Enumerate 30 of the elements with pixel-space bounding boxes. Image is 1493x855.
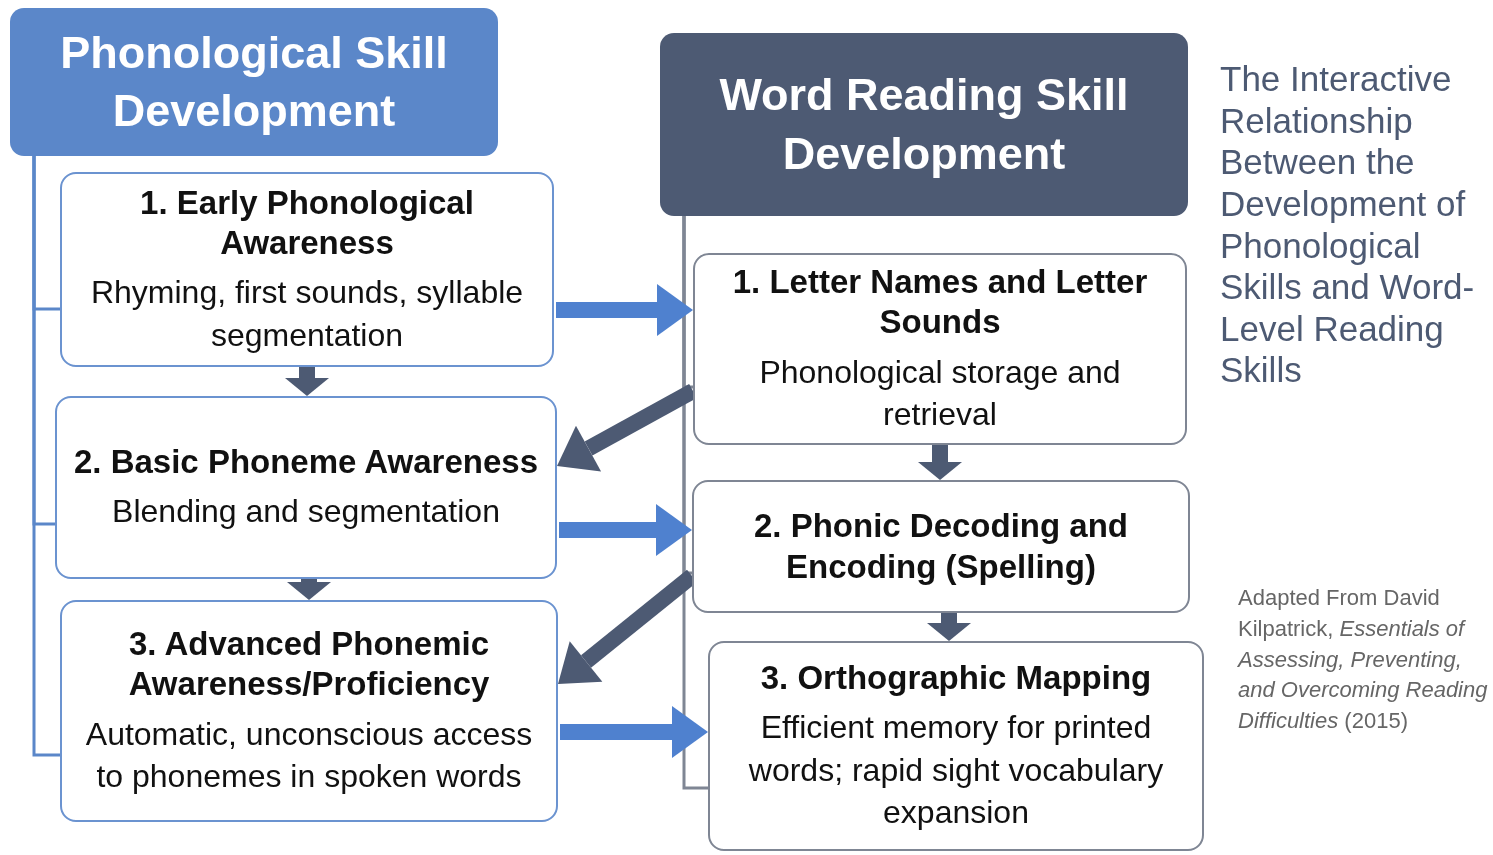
block-arrow xyxy=(918,445,962,480)
block-arrow xyxy=(556,284,693,336)
connector-line xyxy=(32,156,60,757)
stage-description: Blending and segmentation xyxy=(112,492,500,532)
stage-box xyxy=(708,641,1204,851)
stage-description: Phonological storage and retrieval xyxy=(758,352,1122,435)
stage-heading: 3. Orthographic Mapping xyxy=(760,658,1152,699)
stage-description: Rhyming, first sounds, syllable segmentation xyxy=(89,273,525,355)
title: The Interactive Relationship Between the Development of Phonological Skills and Word-Level Reading Skills xyxy=(1220,58,1476,392)
block-arrow xyxy=(559,504,692,556)
block-arrow xyxy=(927,613,971,641)
stage-box xyxy=(55,396,557,579)
stage-heading: 2. Basic Phoneme Awareness xyxy=(73,442,539,483)
citation-note: Adapted From David Kilpatrick, Essentials of Assessing, Preventing, and Overcoming Reading Difficulties (2015) xyxy=(1238,584,1488,736)
block-arrow xyxy=(287,579,331,600)
stage-heading: 2. Phonic Decoding and Encoding (Spelling) xyxy=(752,506,1129,587)
stage-description: Efficient memory for printed words; rapid sight vocabulary expansion xyxy=(747,708,1165,833)
stage-box xyxy=(60,172,554,367)
stage-box xyxy=(693,253,1187,445)
block-arrow xyxy=(285,367,329,396)
stage-heading: 3. Advanced Phonemic Awareness/Proficiency xyxy=(127,624,491,705)
stage-heading: 1. Letter Names and Letter Sounds xyxy=(731,262,1149,343)
stage-heading: 1. Early Phonological Awareness xyxy=(139,182,475,263)
stage-box xyxy=(692,480,1190,613)
stage-description: Automatic, unconscious access to phonemes in spoken words xyxy=(84,714,534,797)
section-header: Word Reading Skill Development xyxy=(660,33,1188,216)
connector-line xyxy=(682,216,708,790)
block-arrow xyxy=(560,706,708,758)
stage-box xyxy=(60,600,558,822)
section-header: Phonological Skill Development xyxy=(10,8,498,156)
